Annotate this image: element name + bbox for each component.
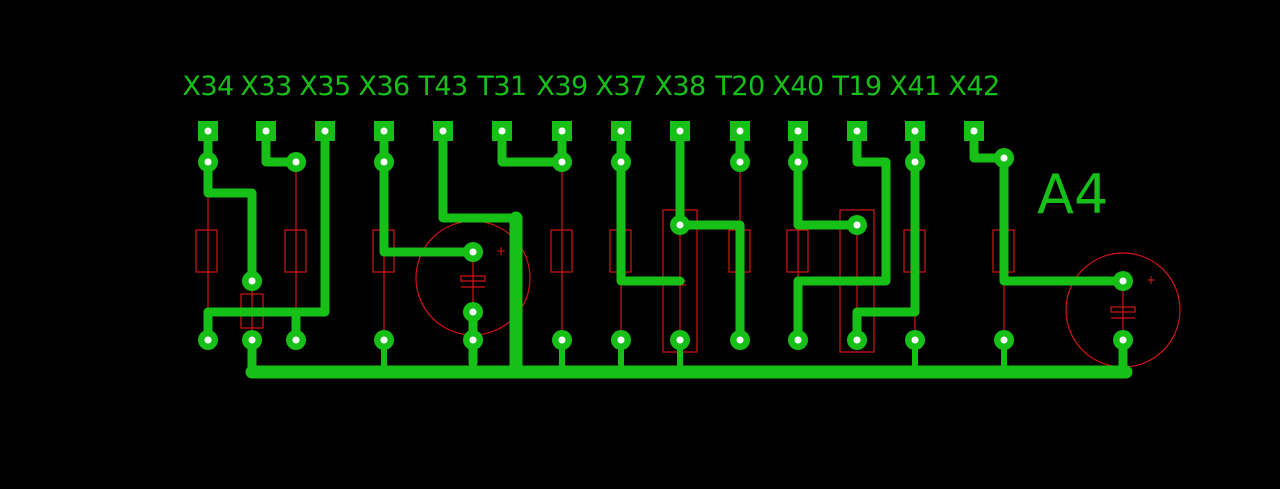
via-pad-28-hole [1000,336,1008,344]
via-pad-7-hole [794,158,802,166]
via-pad-23-hole [676,336,684,344]
via-pad-25-hole [794,336,802,344]
via-pad-13-hole [853,221,861,229]
resistor-r5 [550,229,573,273]
connector-pad-t19-hole [853,127,861,135]
via-pad-1-hole [204,158,212,166]
connector-pad-x36-hole [380,127,388,135]
via-pad-12-hole [676,221,684,229]
via-pad-15-hole [469,308,477,316]
connector-pad-x34-hole [204,127,212,135]
connector-pad-x42-hole [970,127,978,135]
board-designator: A4 [1037,163,1109,226]
connector-label-t19: T19 [832,71,882,102]
connector-label-x41: X41 [889,71,941,102]
via-pad-2-hole [292,158,300,166]
connector-pad-t43-hole [439,127,447,135]
via-pad-22-hole [617,336,625,344]
via-pad-27-hole [911,336,919,344]
connector-pad-x37-hole [617,127,625,135]
connector-pad-t20-hole [736,127,744,135]
via-pad-19-hole [380,336,388,344]
via-pad-20-hole [469,336,477,344]
connector-label-x39: X39 [536,71,588,102]
copper-traces [203,126,1131,377]
connector-label-t43: T43 [418,71,468,102]
connector-label-t31: T31 [477,71,527,102]
connector-pad-x39-hole [558,127,566,135]
via-pad-3-hole [380,158,388,166]
connector-pad-x35-hole [321,127,329,135]
connector-pad-x40-hole [794,127,802,135]
via-pad-29-hole [1119,336,1127,344]
via-pad-10-hole [248,277,256,285]
via-pad-4-hole [558,158,566,166]
via-pad-14-hole [1119,277,1127,285]
connector-pad-x38-hole [676,127,684,135]
via-pad-24-hole [736,336,744,344]
via-pad-18-hole [292,336,300,344]
connector-label-x40: X40 [772,71,824,102]
connector-label-x35: X35 [299,71,351,102]
capacitor-c2-plus: + [1146,273,1157,287]
connector-label-x42: X42 [948,71,1000,102]
connector-pad-x41-hole [911,127,919,135]
via-pad-16-hole [204,336,212,344]
connector-pad-x33-hole [262,127,270,135]
connector-label-x36: X36 [358,71,410,102]
via-pad-8-hole [911,158,919,166]
via-pad-21-hole [558,336,566,344]
via-pad-6-hole [736,158,744,166]
resistor-r8 [786,229,809,273]
connector-label-x37: X37 [595,71,647,102]
resistor-r2 [284,229,307,273]
connector-label-x38: X38 [654,71,706,102]
connector-pad-t31-hole [498,127,506,135]
connector-label-x34: X34 [182,71,234,102]
via-pad-17-hole [248,336,256,344]
capacitor-c1-plus: + [496,244,507,258]
copper-thick-traces [245,211,1133,379]
via-pad-5-hole [617,158,625,166]
via-pad-11-hole [469,248,477,256]
pads-layer [198,121,1133,350]
connector-label-t20: T20 [715,71,765,102]
via-pad-9-hole [1000,154,1008,162]
connector-label-x33: X33 [240,71,292,102]
via-pad-26-hole [853,336,861,344]
resistor-r1 [195,229,218,273]
